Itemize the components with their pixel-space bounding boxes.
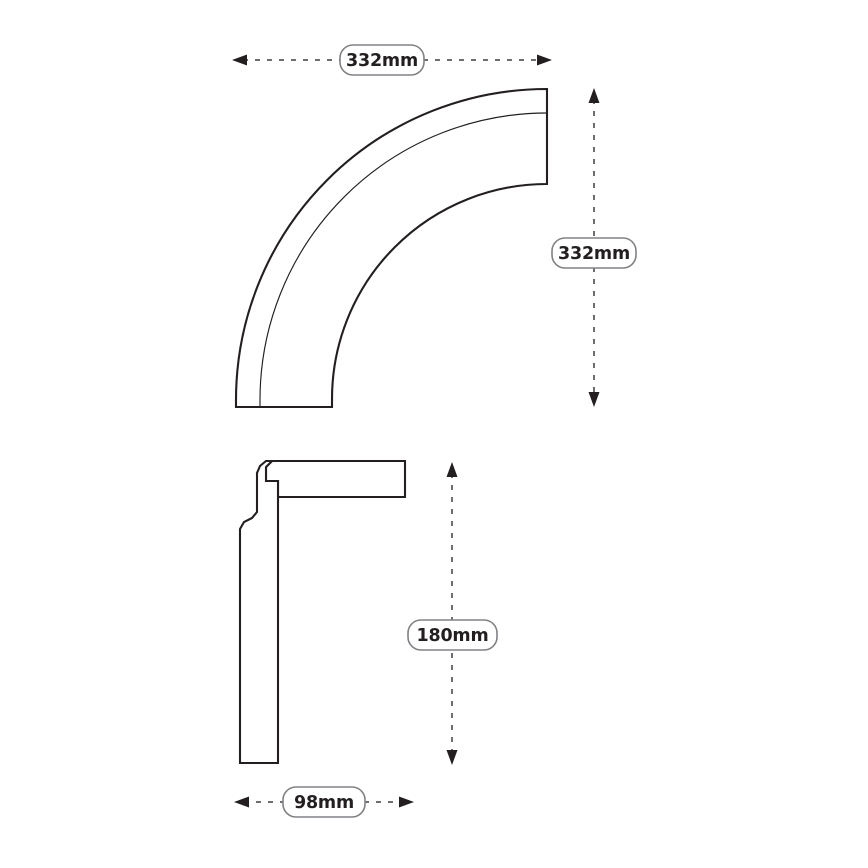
arrow-right-icon	[399, 796, 414, 808]
profile-outline	[264, 459, 407, 499]
elbow-inner-wall-line	[259, 112, 548, 407]
profile-view	[238, 459, 407, 765]
arrow-right-icon	[537, 54, 552, 66]
dimension-right-height-label-box	[551, 237, 637, 269]
dimension-top-width-label: 332mm	[346, 51, 418, 71]
dimension-top-width: 332mm	[232, 44, 552, 76]
dimension-profile-height-label: 180mm	[417, 626, 489, 646]
dimension-top-width-label-box	[339, 44, 425, 76]
arrow-left-icon	[232, 54, 247, 66]
dimension-right-height-label: 332mm	[558, 244, 630, 264]
elbow-view	[234, 87, 549, 409]
dimension-profile-height-label-box	[407, 619, 498, 651]
arrow-left-icon	[234, 796, 249, 808]
elbow-outline	[234, 87, 549, 409]
dimension-right-height: 332mm	[551, 88, 637, 407]
arrow-down-icon	[446, 750, 458, 765]
profile-left-moulding-outline	[238, 459, 280, 765]
dimension-profile-width-label: 98mm	[294, 793, 354, 813]
arrow-down-icon	[588, 392, 600, 407]
dimension-profile-height: 180mm	[407, 462, 498, 765]
dimension-profile-width-label-box	[282, 786, 366, 818]
dimension-profile-width: 98mm	[234, 786, 414, 818]
arrow-up-icon	[588, 88, 600, 103]
arrow-up-icon	[446, 462, 458, 477]
